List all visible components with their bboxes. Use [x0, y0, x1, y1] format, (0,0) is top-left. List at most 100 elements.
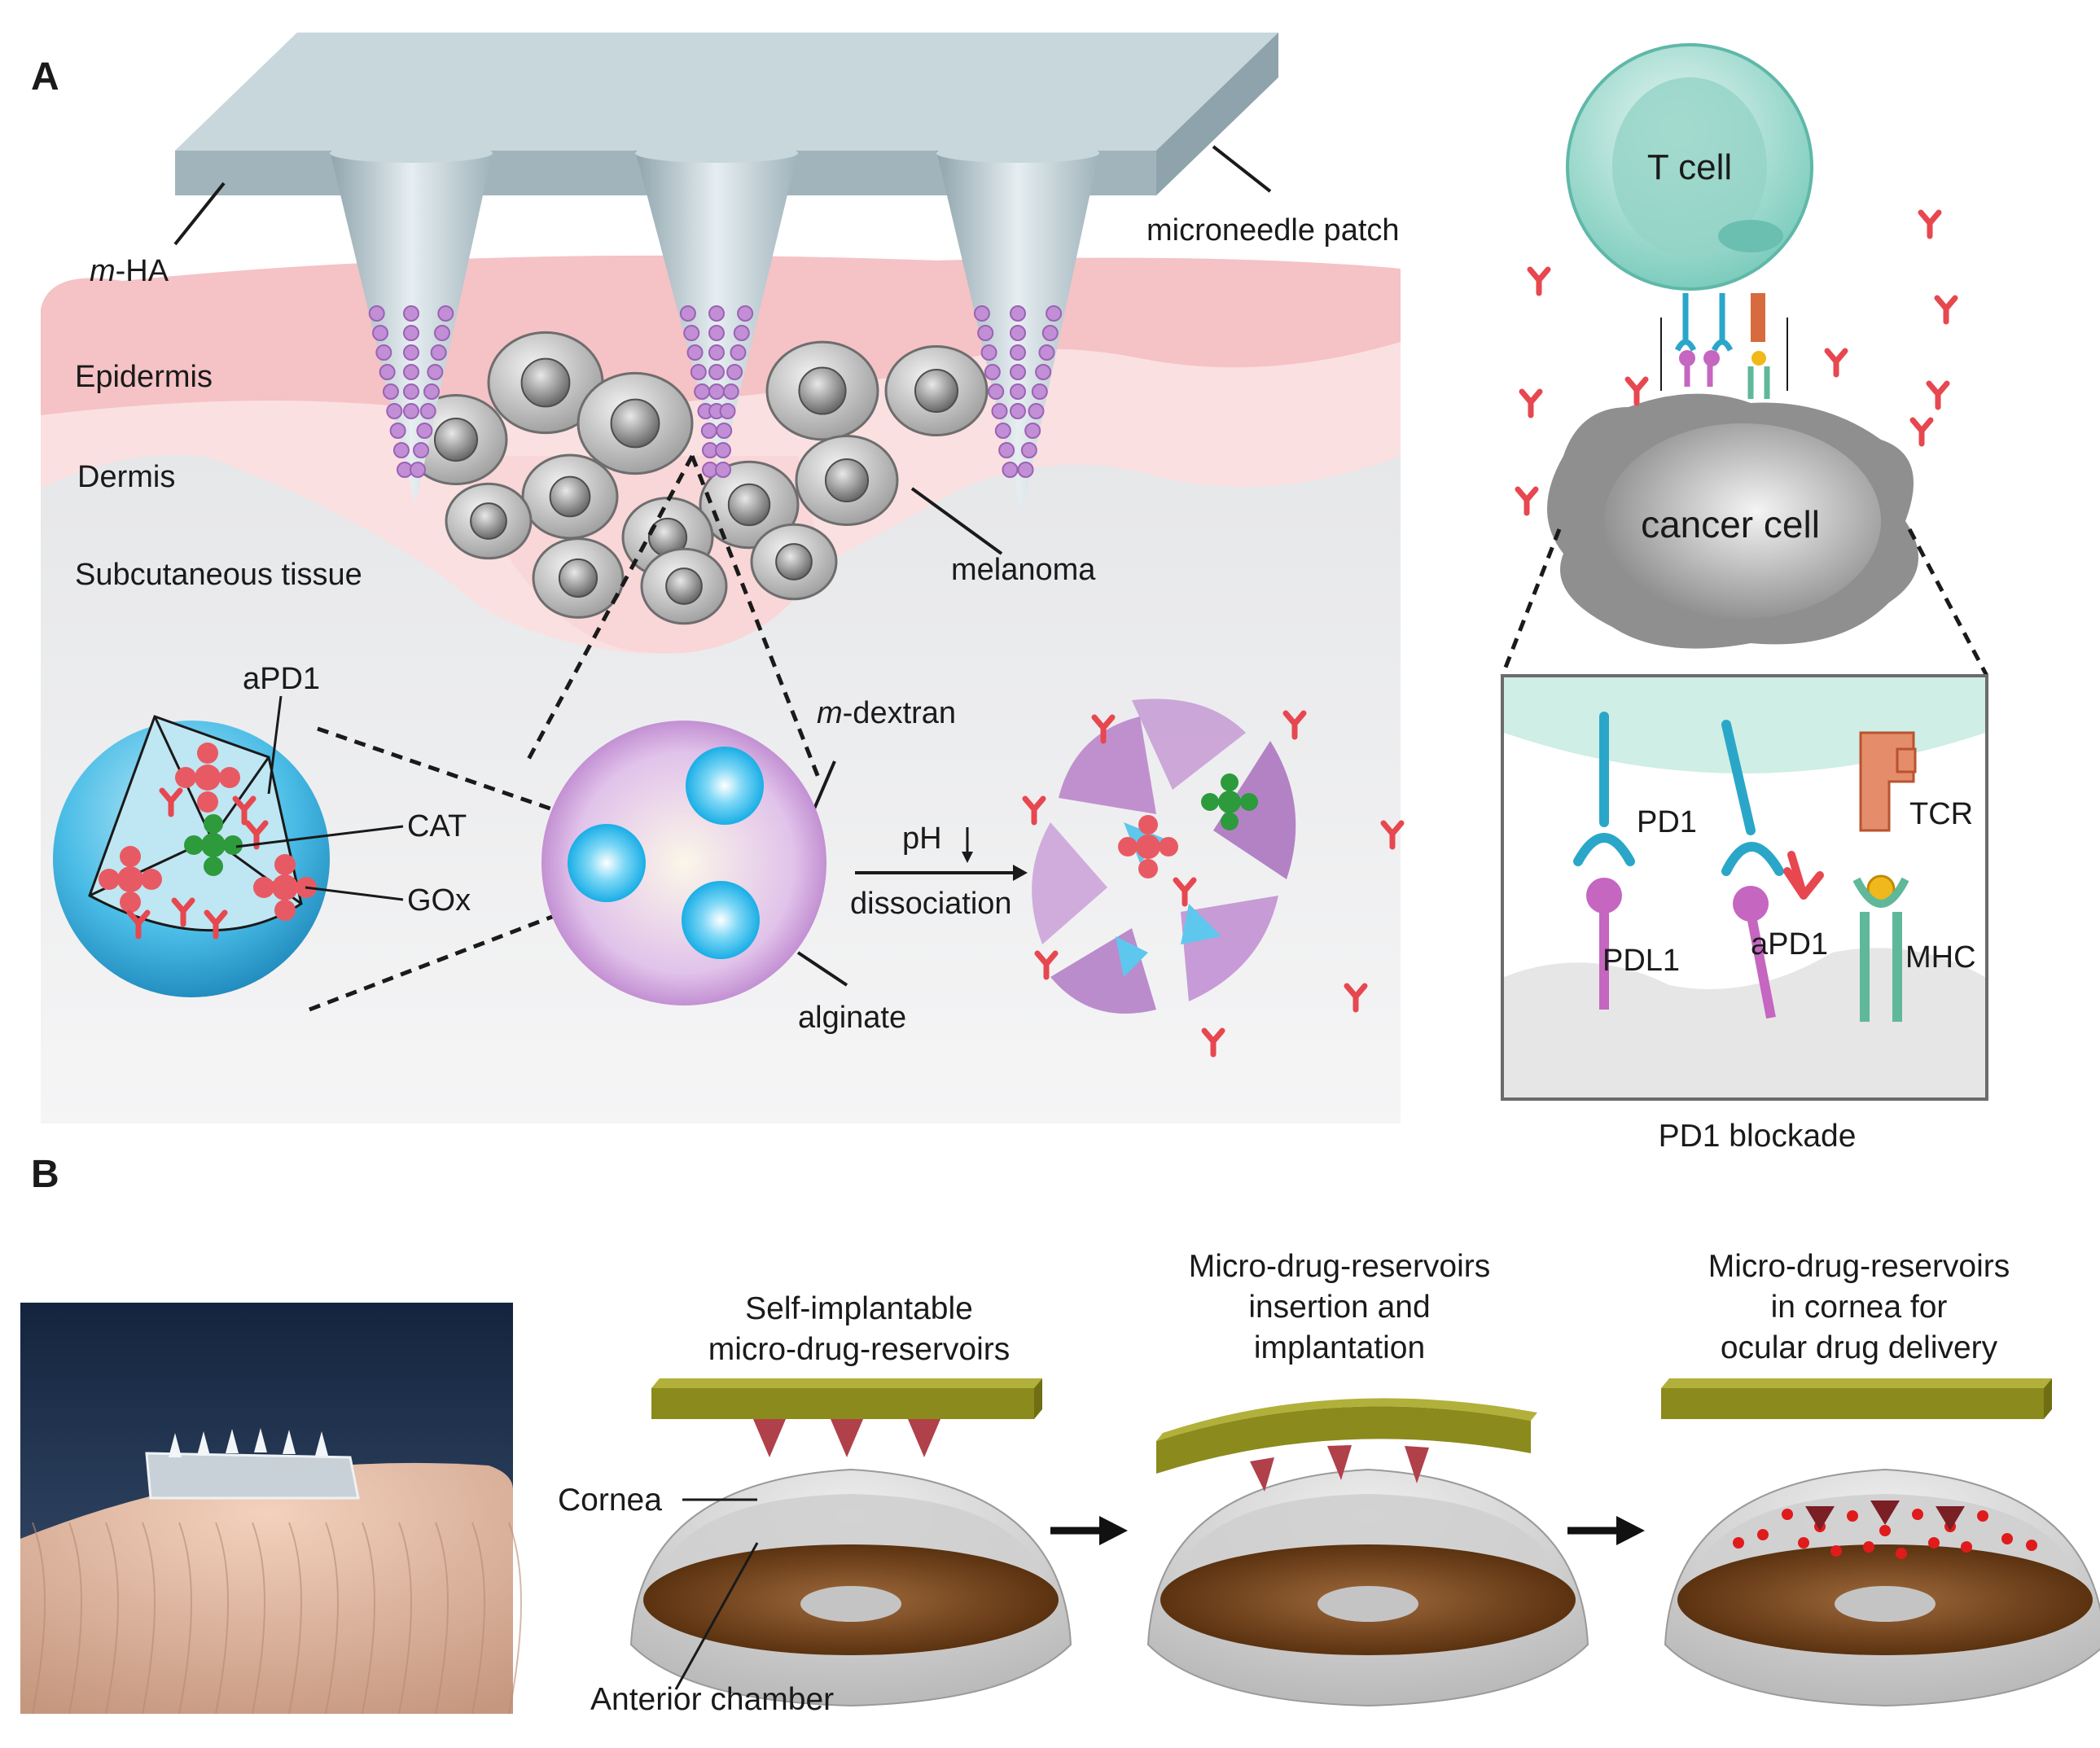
- melanoma-cell: [640, 547, 728, 625]
- svg-text:m-HA: m-HA: [90, 254, 169, 288]
- drug-particle: [419, 403, 436, 419]
- drug-particle: [726, 364, 743, 380]
- drug-dot: [1782, 1509, 1793, 1520]
- drug-particle: [733, 325, 750, 341]
- drug-particle: [382, 383, 399, 400]
- dissociated-microgel: [1025, 699, 1401, 1054]
- drug-particle: [973, 305, 990, 322]
- drug-particle: [984, 364, 1001, 380]
- pd1-blockade-inset: PD1 TCR PDL1 aPD1 MHC: [1501, 674, 1988, 1101]
- step-2-line-2: insertion and: [1248, 1290, 1430, 1325]
- drug-particle: [715, 442, 731, 458]
- melanoma-cell: [487, 331, 604, 435]
- drug-particle: [1041, 325, 1059, 341]
- pupil: [1317, 1586, 1418, 1622]
- gox-enzyme: [99, 743, 317, 921]
- drug-particle: [430, 344, 447, 361]
- drug-particle: [413, 442, 430, 458]
- microneedle-tip: [254, 1428, 267, 1452]
- step-3-line-2: in cornea for: [1771, 1290, 1948, 1325]
- drug-particle: [708, 383, 725, 400]
- drug-particle: [700, 423, 717, 439]
- pupil: [800, 1586, 901, 1622]
- drug-particle: [379, 364, 396, 380]
- drug-dot: [2026, 1540, 2037, 1551]
- panel-a-letter: A: [31, 55, 59, 99]
- microneedle-tip: [315, 1431, 328, 1456]
- microneedle-tip: [226, 1429, 239, 1453]
- drug-dot: [1879, 1525, 1891, 1536]
- melanoma-cell: [532, 537, 625, 619]
- drug-particle: [392, 442, 410, 458]
- drug-particle: [980, 344, 997, 361]
- svg-text:m-dextran: m-dextran: [817, 696, 956, 730]
- melanoma-cell: [765, 340, 879, 441]
- drug-particle: [694, 383, 711, 400]
- melanoma-cell: [577, 371, 694, 475]
- drug-particle: [1010, 383, 1026, 400]
- drug-particle: [708, 305, 725, 322]
- drug-particle: [437, 305, 454, 322]
- drug-particle: [715, 462, 731, 478]
- drug-particle: [686, 344, 704, 361]
- cornea-label: Cornea: [558, 1483, 662, 1518]
- drug-dot: [1733, 1537, 1744, 1549]
- eye-model: [629, 1468, 1072, 1707]
- drug-particle: [416, 423, 433, 439]
- pd1-blockade-caption: PD1 blockade: [1659, 1119, 1857, 1154]
- alginate-label: alginate: [798, 1001, 906, 1035]
- implanted-reservoir: [1805, 1506, 1835, 1531]
- drug-particle: [1031, 383, 1048, 400]
- step-1-title: Self-implantable micro-drug-reservoirs: [708, 1291, 1011, 1367]
- drug-particle: [368, 305, 385, 322]
- drug-dot: [1928, 1537, 1940, 1549]
- microneedle-tip: [169, 1433, 182, 1457]
- drug-particle: [1035, 364, 1052, 380]
- eye-patch-2: [1156, 1398, 1537, 1492]
- melanoma-cell: [521, 453, 619, 540]
- label-pointers: [235, 695, 404, 901]
- drug-particle: [403, 403, 419, 419]
- step-3-line-1: Micro-drug-reservoirs: [1708, 1249, 2010, 1284]
- dissociation-label: dissociation: [850, 887, 1012, 921]
- drug-particle: [708, 364, 725, 380]
- pd1-label: PD1: [1637, 805, 1697, 839]
- microneedle-tip: [283, 1430, 296, 1454]
- step-2-line-3: implantation: [1254, 1330, 1425, 1365]
- drug-dot: [1961, 1541, 1972, 1553]
- drug-particle: [427, 364, 444, 380]
- eye-patch-1: [651, 1378, 1042, 1457]
- step-2-line-1: Micro-drug-reservoirs: [1189, 1249, 1491, 1284]
- drug-particle: [423, 383, 441, 400]
- drug-particle: [977, 325, 994, 341]
- immune-synapse-diagram: T cell cancer cell: [1518, 43, 1955, 649]
- drug-particle: [372, 325, 389, 341]
- drug-dot: [1977, 1510, 1988, 1522]
- drug-particle: [403, 344, 419, 361]
- drug-particle: [719, 403, 736, 419]
- melanoma-cell: [445, 482, 533, 560]
- zoom-lines: [309, 454, 821, 1012]
- step-2-title: Micro-drug-reservoirs insertion and impl…: [1189, 1249, 1491, 1365]
- dissociation-arrow: [855, 827, 1028, 881]
- step-arrows: [1050, 1516, 1645, 1545]
- step-1-line-2: micro-drug-reservoirs: [708, 1332, 1011, 1367]
- melanoma-cell: [884, 344, 989, 437]
- tcr-label: TCR: [1909, 797, 1973, 831]
- drug-particle: [1038, 344, 1055, 361]
- drug-particle: [708, 325, 725, 341]
- drug-particle: [994, 423, 1011, 439]
- drug-particle: [991, 403, 1008, 419]
- eye-model: [1146, 1468, 1589, 1707]
- m-ha-prefix: m: [90, 254, 116, 288]
- drug-particle: [403, 364, 419, 380]
- inset-zoom-lines: [1500, 528, 1989, 677]
- drug-dot: [2001, 1533, 2013, 1544]
- step-3-title: Micro-drug-reservoirs in cornea for ocul…: [1708, 1249, 2010, 1365]
- microneedle-photo: [20, 1303, 522, 1715]
- dermis-label: Dermis: [77, 460, 175, 494]
- anterior-chamber-label: Anterior chamber: [590, 1682, 834, 1717]
- nanocapsule-cutaway: [53, 715, 330, 997]
- eye-diagrams: [629, 1468, 2100, 1707]
- drug-dot: [1798, 1537, 1809, 1549]
